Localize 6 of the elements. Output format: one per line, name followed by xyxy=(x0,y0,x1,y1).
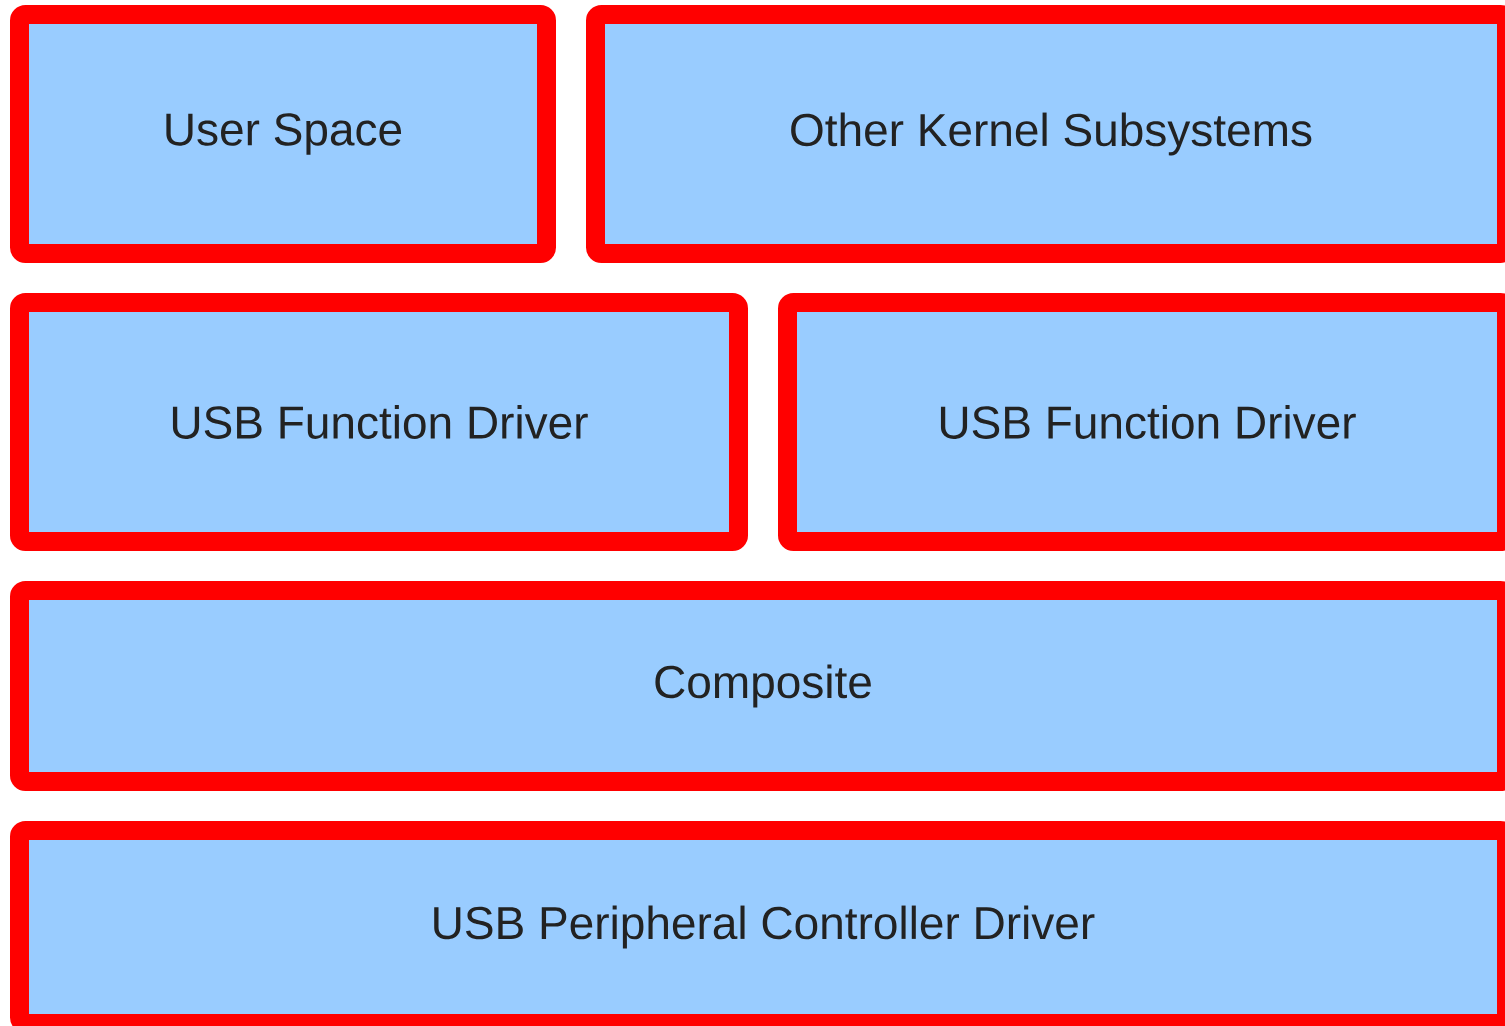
layer-box: USB Peripheral Controller Driver xyxy=(10,821,1505,1026)
layer-box: Composite xyxy=(10,581,1505,791)
layer-box: User Space xyxy=(10,5,556,263)
layer-box: USB Function Driver xyxy=(10,293,748,551)
layer-box: Other Kernel Subsystems xyxy=(586,5,1505,263)
layer-box: USB Function Driver xyxy=(778,293,1505,551)
